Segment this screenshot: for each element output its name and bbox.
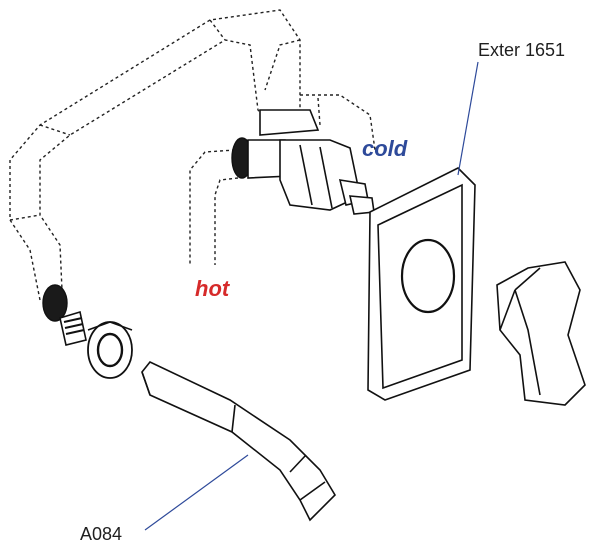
label-hot: hot [195, 276, 231, 301]
spout [141, 361, 337, 522]
mixer-valve-body [231, 109, 375, 215]
label-plate-part: Exter 1651 [478, 40, 565, 60]
outlet-fittings [42, 284, 133, 379]
lever-handle [496, 261, 586, 406]
cover-plate [367, 167, 476, 401]
leader-plate [457, 61, 479, 176]
label-spout-part: A084 [80, 524, 122, 544]
leader-spout [144, 454, 249, 531]
label-cold: cold [362, 136, 408, 161]
